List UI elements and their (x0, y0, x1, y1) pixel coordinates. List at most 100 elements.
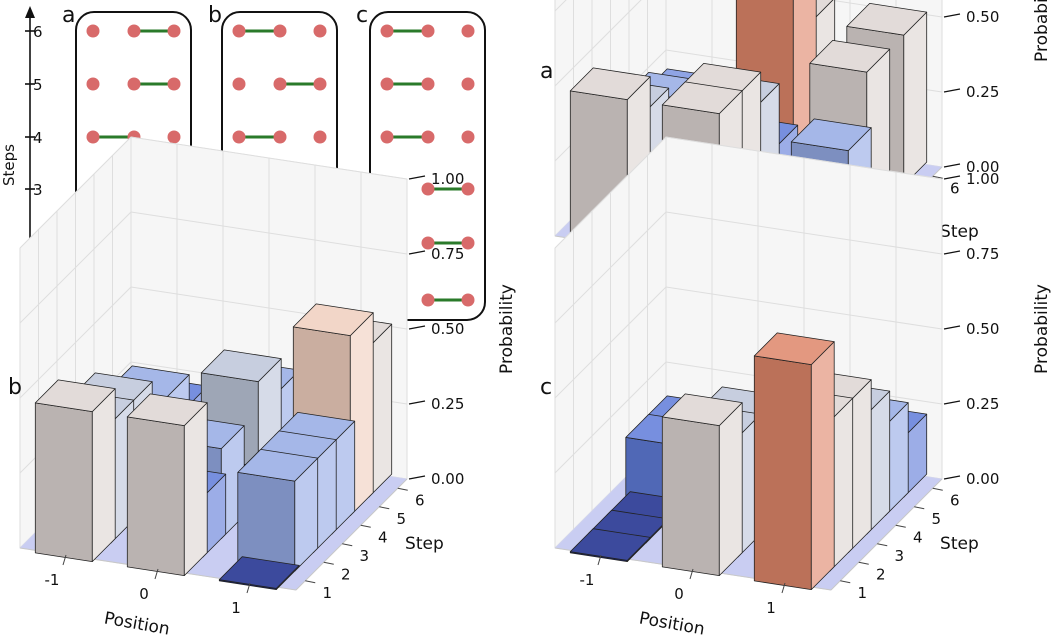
z-tick (943, 13, 961, 18)
bar-top-face (661, 393, 743, 427)
y-tick-label: 6 (415, 491, 425, 509)
schematic-node (167, 77, 181, 91)
z-tick-label: 1.00 (431, 170, 464, 188)
z-tick (943, 400, 961, 405)
y-tick (895, 524, 906, 528)
y-tick (932, 487, 943, 491)
bar-side-face (91, 388, 116, 562)
schematic-node (273, 24, 287, 38)
y-tick-label: 1 (857, 584, 867, 602)
y-tick (877, 543, 888, 547)
bar-side-face (810, 341, 835, 590)
schematic-node (313, 24, 327, 38)
x-tick-label: -1 (580, 571, 595, 589)
schematic-node (421, 236, 435, 250)
x-tick-label: 1 (231, 599, 241, 617)
y-tick-label: 3 (359, 547, 369, 565)
z-tick-label: 0.00 (966, 158, 999, 176)
x-tick (781, 582, 786, 594)
bar-top-face (237, 448, 319, 482)
bar-3d (569, 528, 651, 562)
y-tick-label: 4 (913, 528, 923, 546)
y-tick (379, 506, 390, 510)
schematic-node (380, 77, 394, 91)
schematic-panel-frame (369, 11, 486, 321)
chart-panel-letter: c (540, 375, 552, 400)
bar-3d (34, 379, 116, 562)
z-tick (408, 325, 426, 330)
bar-chart-c: 0.000.250.500.751.00Probability-101Posit… (540, 136, 1051, 635)
x-axis-label: Position (103, 608, 172, 635)
x-tick (246, 582, 251, 594)
x-tick-label: -1 (45, 571, 60, 589)
x-axis-label: Position (638, 608, 707, 635)
z-tick-label: 0.50 (431, 320, 464, 338)
schematic-node (421, 293, 435, 307)
z-tick-label: 0.75 (966, 245, 999, 263)
schematic-node (167, 130, 181, 144)
z-axis-label: Probability (1032, 284, 1051, 374)
schematic-node (86, 130, 100, 144)
y-tick-label: 3 (894, 547, 904, 565)
bar-top-face (846, 3, 928, 36)
z-tick (943, 175, 961, 180)
z-tick (408, 400, 426, 405)
schematic-node (461, 24, 475, 38)
z-tick-label: 0.25 (966, 83, 999, 101)
y-tick-label: 4 (378, 528, 388, 546)
bar-3d (126, 393, 208, 576)
x-tick (597, 554, 602, 566)
y-axis-line (830, 478, 943, 591)
bar-top-face (569, 67, 651, 100)
bar-side-face (183, 402, 208, 576)
y-tick (914, 506, 925, 510)
steps-tick-label: 5 (33, 76, 43, 94)
z-tick-label: 0.50 (966, 320, 999, 338)
schematic-node (461, 130, 475, 144)
y-tick-label: 6 (950, 179, 960, 197)
bar-front-face (126, 416, 185, 576)
bar-top-face (126, 393, 208, 427)
y-tick-label: 5 (931, 510, 941, 528)
y-tick (397, 487, 408, 491)
y-tick-label: 1 (322, 584, 332, 602)
y-axis-label: Step (940, 222, 979, 242)
schematic-node (461, 77, 475, 91)
y-tick (305, 580, 316, 584)
z-tick-label: 0.25 (966, 395, 999, 413)
z-tick-label: 0.50 (966, 8, 999, 26)
bar-3d (753, 332, 835, 590)
schematic-node (86, 24, 100, 38)
z-tick (943, 475, 961, 480)
schematic-node (313, 130, 327, 144)
x-tick (62, 554, 67, 566)
bar-top-face (809, 40, 891, 73)
bar-chart-b: 0.000.250.500.751.00Probability-101Posit… (8, 136, 517, 635)
bar-front-face (237, 471, 296, 572)
schematic-node (273, 77, 287, 91)
steps-axis-label: Steps (0, 144, 18, 186)
schematic-node (167, 24, 181, 38)
z-axis-label: Probability (1032, 0, 1051, 62)
z-tick (943, 163, 961, 168)
z-tick-label: 0.25 (431, 395, 464, 413)
x-tick-label: 0 (139, 585, 149, 603)
schematic-node (86, 77, 100, 91)
chart-panel-letter: b (8, 375, 22, 400)
bar-top-face (661, 81, 743, 114)
schematic-node (127, 24, 141, 38)
z-tick (408, 250, 426, 255)
bar-top-face (753, 332, 835, 366)
x-tick (154, 568, 159, 580)
y-tick (323, 561, 334, 565)
schematic-node (421, 130, 435, 144)
y-tick (932, 175, 943, 179)
x-tick (689, 568, 694, 580)
schematic-node (461, 236, 475, 250)
y-tick-label: 6 (950, 491, 960, 509)
schematic-node (421, 182, 435, 196)
schematic-node (421, 77, 435, 91)
schematic-node (313, 77, 327, 91)
chart-panel-letter: a (540, 59, 553, 84)
